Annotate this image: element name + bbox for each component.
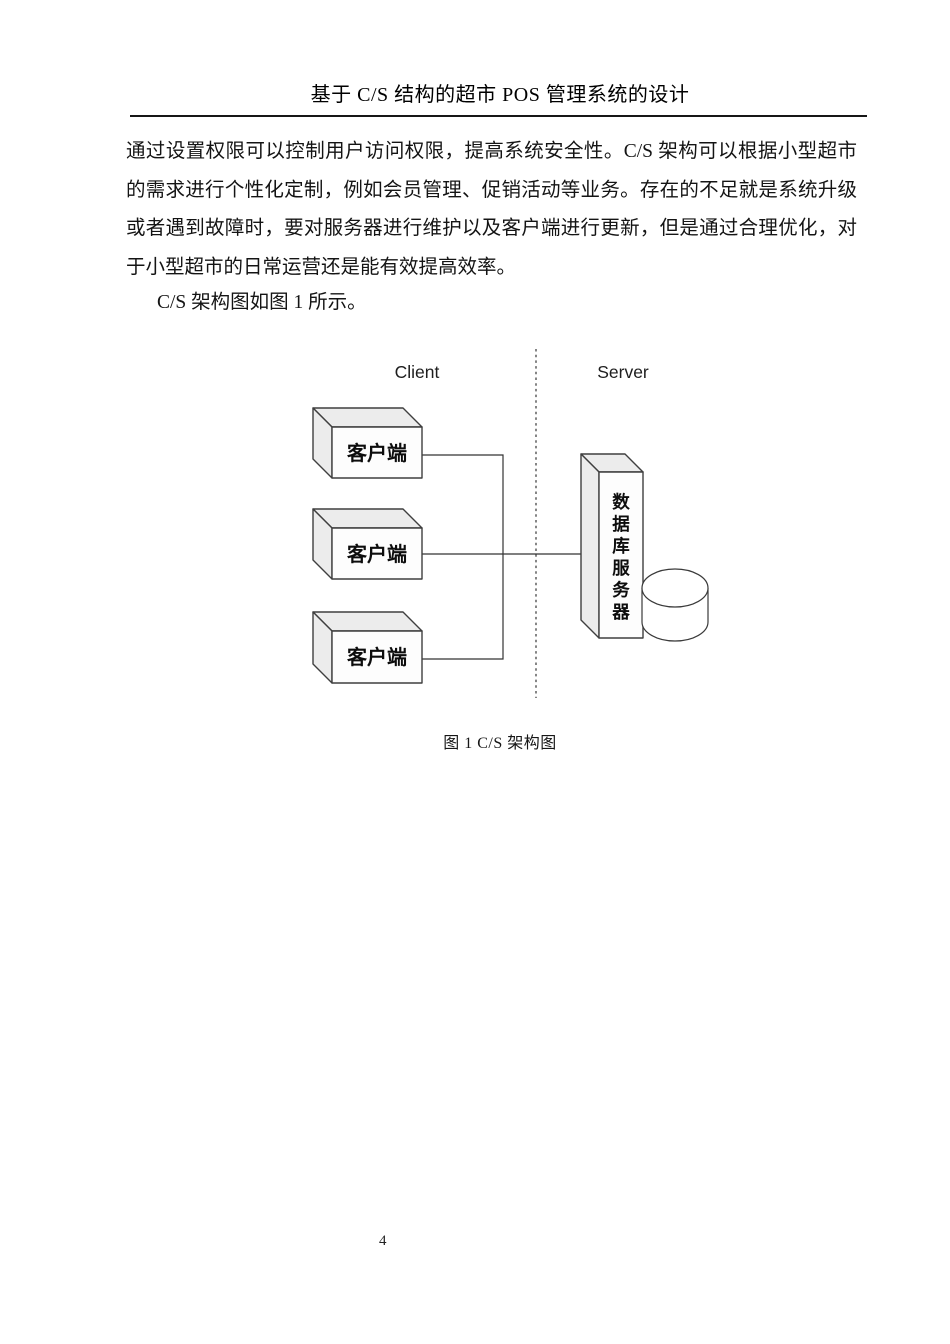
page-number: 4 [379,1233,387,1249]
server-label-char: 务 [612,580,630,600]
client-node-2: 客户端 [312,508,423,580]
cube-front-face [331,630,423,684]
server-label-char: 库 [612,536,630,556]
cube-front-face [331,527,423,580]
database-server-node: 数 据 库 服 务 器 [580,453,644,639]
header-rule [130,115,867,117]
client-node-label: 客户端 [346,645,407,669]
server-label-char: 器 [611,602,630,622]
connection-lines [422,454,583,660]
server-label-char: 服 [612,558,630,578]
client-node-1: 客户端 [312,407,423,479]
cylinder-top [641,568,709,608]
cs-architecture-diagram: Client Server 客户端 客户端 客户端 [312,349,709,698]
figure-caption: 图 1 C/S 架构图 [443,735,557,752]
cube-left-face [580,453,600,639]
figure-intro-line: C/S 架构图如图 1 所示。 [157,292,367,313]
page-header-title: 基于 C/S 结构的超市 POS 管理系统的设计 [310,84,690,106]
cube-front-face [598,471,644,639]
server-label-char: 数 [612,492,630,512]
client-node-label: 客户端 [346,441,407,465]
body-paragraph: 通过设置权限可以控制用户访问权限，提高系统安全性。C/S 架构可以根据小型超市的… [126,141,857,278]
database-cylinder-icon [641,568,709,642]
cube-front-face [331,426,423,479]
server-label-char: 据 [612,514,630,534]
client-node-3: 客户端 [312,611,423,684]
client-section-label: Client [395,362,440,382]
server-section-label: Server [597,362,649,382]
client-node-label: 客户端 [346,542,407,566]
